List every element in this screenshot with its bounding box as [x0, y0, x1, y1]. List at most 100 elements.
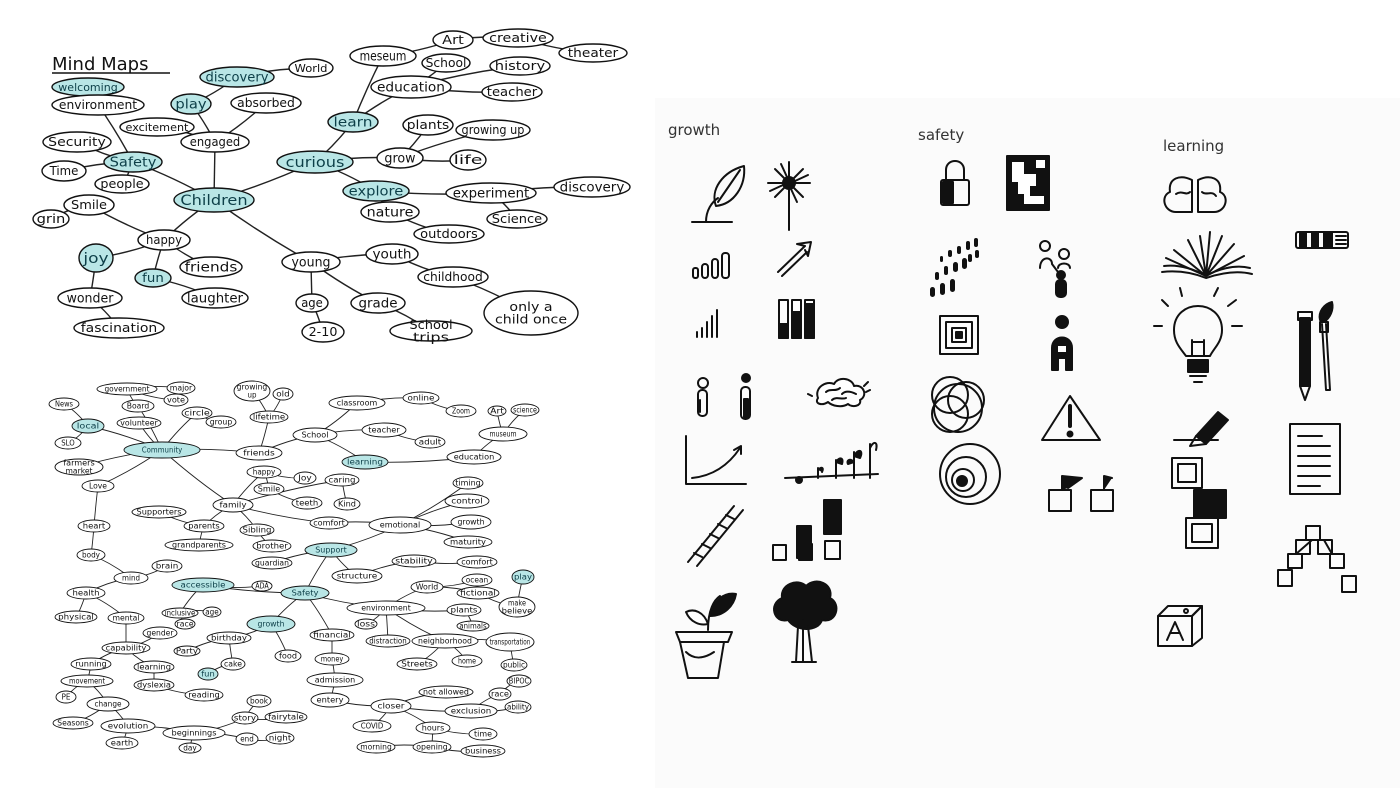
node-bubble [73, 317, 165, 339]
node-bubble [264, 710, 308, 724]
node-covid: COVID [352, 719, 392, 733]
node-label: structure [337, 572, 378, 581]
open-book-icon [1161, 231, 1253, 279]
node-entery: entery [310, 692, 350, 708]
node-label: learning [137, 663, 171, 672]
node-public: public [500, 658, 528, 672]
node-bubble [391, 554, 437, 568]
node-transportation: transportation [485, 632, 535, 652]
node-brain: brain [151, 559, 183, 573]
node-bubble [63, 194, 115, 216]
node-cake: cake [220, 657, 246, 671]
node-bubble [70, 657, 112, 671]
node-community: Community [123, 441, 201, 459]
node-label: engaged [190, 135, 240, 149]
node-nature: nature [360, 201, 420, 223]
node-label: Community [142, 446, 183, 455]
node-label: gender [147, 629, 175, 638]
node-learning2: learning [341, 454, 389, 470]
node-label: Board [127, 402, 150, 411]
node-childhood: childhood [417, 266, 489, 288]
node-label: nature [367, 206, 414, 221]
node-bubble [413, 224, 485, 244]
mind-map-title: Mind Maps [52, 54, 148, 75]
node-business: business [460, 744, 506, 758]
node-label: Smile [258, 485, 281, 494]
node-label: Time [49, 164, 79, 178]
node-smile: Smile [63, 194, 115, 216]
node-happy2: happy [246, 465, 282, 479]
node-label: Security [48, 135, 106, 149]
node-label: stability [395, 557, 433, 566]
node-bubble [57, 287, 123, 309]
brain-halves-icon [1163, 176, 1227, 213]
node-bubble [481, 82, 543, 102]
node-bubble [103, 151, 163, 173]
node-bubble [558, 43, 628, 63]
node-bubble [235, 732, 259, 746]
node-bubble [304, 542, 358, 558]
node-youth: youth [365, 243, 419, 265]
node-fairytale: fairytale [264, 710, 308, 724]
node-vote: vote [163, 393, 189, 407]
node-label: child once [495, 313, 567, 327]
document-icon [1289, 423, 1341, 495]
node-school2: School [292, 427, 338, 443]
node-bubble [478, 426, 528, 442]
node-bubble [171, 577, 235, 593]
node-group: group [205, 415, 237, 429]
node-bubble [199, 66, 275, 88]
node-end: end [235, 732, 259, 746]
node-notallowed: not allowed [418, 685, 474, 699]
node-bubble [468, 727, 498, 741]
node-bubble [178, 742, 202, 754]
node-growth3: growth [246, 615, 296, 633]
node-growingup: growing up [455, 119, 531, 141]
node-label: parents [188, 522, 220, 531]
node-label: Zoom [452, 407, 470, 416]
node-bubble [444, 493, 490, 509]
node-emotional: emotional [368, 516, 432, 534]
node-label: online [408, 394, 435, 403]
node-label: capability [106, 644, 147, 653]
node-label: friends [185, 261, 238, 276]
node-bubble [174, 618, 196, 630]
node-label: trips [413, 331, 449, 345]
thin-bars-icon [696, 309, 718, 338]
node-time2: time [468, 727, 498, 741]
node-label: fictional [460, 589, 496, 598]
node-fictional: fictional [456, 586, 500, 600]
node-label: play [175, 98, 207, 113]
node-label: Science [492, 212, 542, 226]
node-label: only a [509, 300, 552, 314]
node-label: guardian [255, 559, 289, 568]
node-bubble [402, 391, 440, 405]
node-bubble [310, 692, 350, 708]
node-accessible: accessible [171, 577, 235, 593]
node-friends: friends [179, 256, 243, 278]
node-label: not allowed [423, 688, 469, 697]
node-supporters: Supporters [131, 505, 187, 519]
node-meseum: meseum [349, 45, 417, 67]
node-label: brother [256, 542, 289, 551]
node-discovery2: discovery [553, 176, 631, 198]
node-bubble [251, 556, 293, 570]
node-smile2: Smile [253, 482, 285, 496]
node-explore: explore [342, 180, 410, 202]
node-school1: School [421, 53, 471, 73]
pattern-square-icon [1006, 155, 1050, 211]
node-bubble [123, 441, 201, 459]
node-day: day [178, 742, 202, 754]
node-label: people [100, 177, 143, 191]
node-label: public [503, 661, 525, 670]
node-education: education [370, 75, 452, 99]
node-bubble [352, 719, 392, 733]
node-label: ability [507, 703, 530, 712]
node-mind: mind [113, 571, 149, 585]
node-bubble [418, 685, 474, 699]
node-label: joy [82, 251, 108, 267]
node-laughter: laughter [181, 287, 249, 309]
node-bubble [452, 476, 484, 490]
node-excitement: excitement [119, 117, 195, 137]
